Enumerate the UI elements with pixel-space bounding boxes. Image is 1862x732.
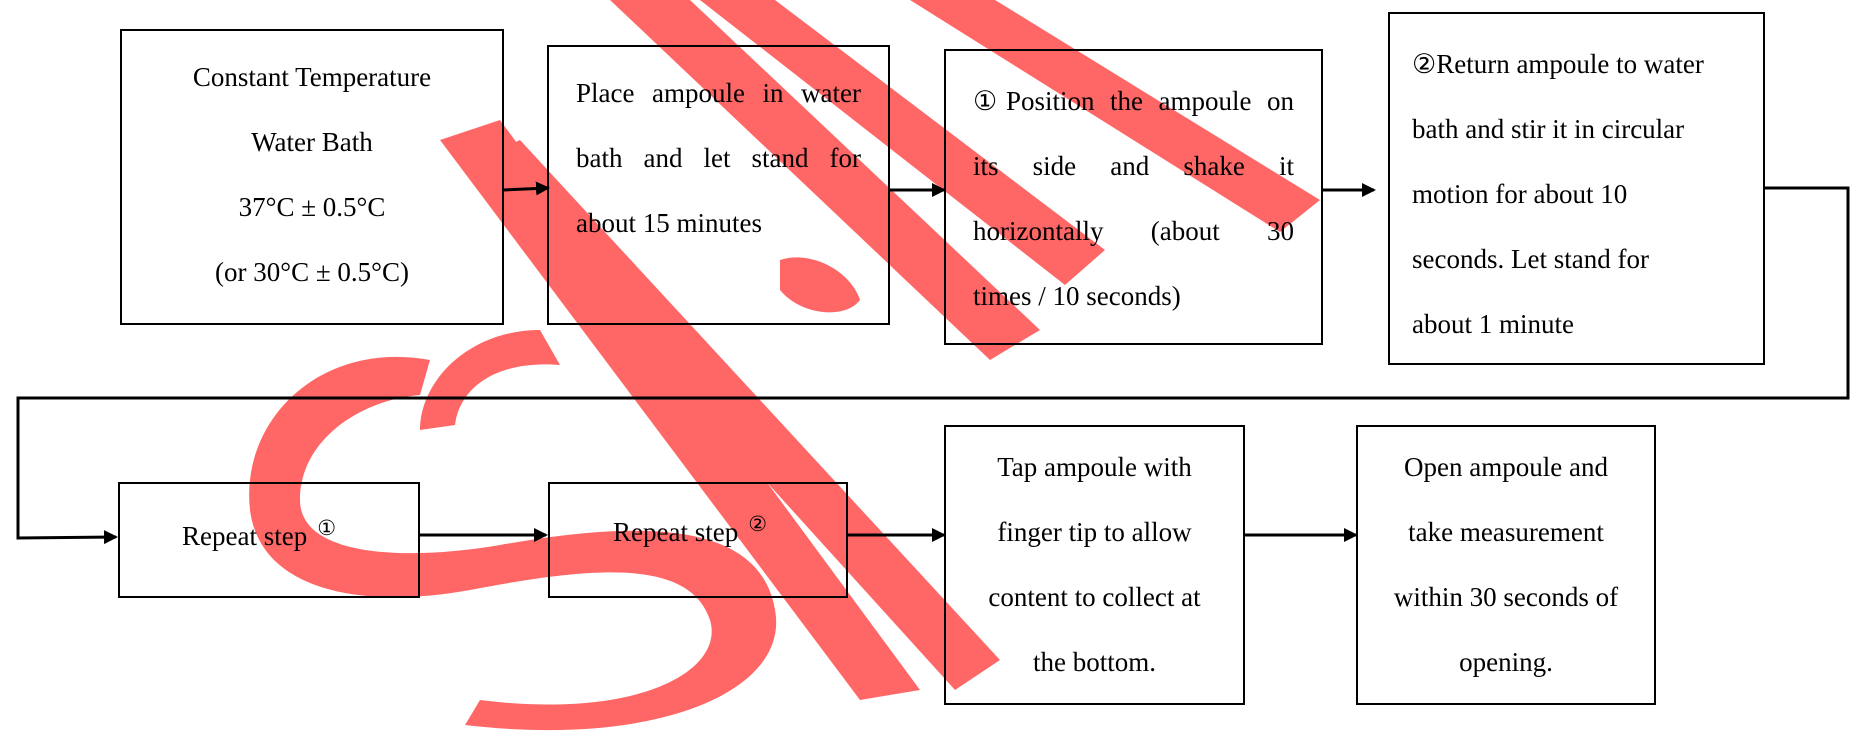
step-line: motion for about 10 — [1412, 179, 1628, 209]
step-text: Place ampoule in water bath and let stan… — [576, 61, 861, 256]
step-marker: ② — [748, 512, 768, 536]
step-line: times / 10 seconds) — [973, 281, 1181, 311]
repeat-label: Repeat step — [613, 517, 739, 547]
step-line: its side and shake it — [973, 151, 1294, 181]
step-line: within 30 seconds of — [1393, 582, 1619, 612]
step-line: Water Bath — [251, 127, 373, 157]
step-box-return-ampoule: ②Return ampoule to water bath and stir i… — [1388, 12, 1765, 365]
step-box-place-ampoule: Place ampoule in water bath and let stan… — [547, 45, 890, 325]
step-line: (or 30°C ± 0.5°C) — [215, 257, 409, 287]
step-line: bath and stir it in circular — [1412, 114, 1685, 144]
arrow-return-to-repeat1 — [16, 186, 1850, 545]
step-line: Constant Temperature — [192, 62, 432, 92]
step-text: Repeat step ① — [182, 504, 418, 571]
step-box-open-ampoule: Open ampoule and take measurement within… — [1356, 425, 1656, 705]
step-text: Tap ampoule with finger tip to allow con… — [946, 435, 1243, 695]
step-line: seconds. Let stand for — [1412, 244, 1649, 274]
step-line: the bottom. — [1033, 647, 1156, 677]
step-line: about 15 minutes — [576, 208, 762, 238]
step-box-position-ampoule: ①Position the ampoule on its side and sh… — [944, 49, 1323, 345]
step-text: Repeat step ② — [613, 500, 846, 567]
step-line: bath and let stand for — [576, 143, 861, 173]
step-box-repeat-step-1: Repeat step ① — [118, 482, 420, 598]
step-text: ②Return ampoule to water bath and stir i… — [1412, 32, 1753, 357]
step-text: Open ampoule and take measurement within… — [1358, 435, 1654, 695]
step-line: take measurement — [1408, 517, 1604, 547]
step-line: opening. — [1459, 647, 1553, 677]
step-text: Constant Temperature Water Bath 37°C ± 0… — [122, 45, 502, 305]
repeat-label: Repeat step — [182, 521, 308, 551]
step-line: Tap ampoule with — [997, 452, 1192, 482]
step-line: 37°C ± 0.5°C — [238, 192, 386, 222]
step-line: finger tip to allow — [997, 517, 1192, 547]
step-line: Open ampoule and — [1404, 452, 1608, 482]
step-line: content to collect at — [988, 582, 1201, 612]
step-marker: ① — [317, 516, 337, 540]
step-line: ①Position the ampoule on — [973, 86, 1294, 116]
arrow-bath-to-place — [502, 181, 550, 196]
step-box-water-bath: Constant Temperature Water Bath 37°C ± 0… — [120, 29, 504, 325]
step-box-repeat-step-2: Repeat step ② — [548, 482, 848, 598]
step-text: ①Position the ampoule on its side and sh… — [973, 69, 1294, 329]
step-line: about 1 minute — [1412, 309, 1574, 339]
step-line: Place ampoule in water — [576, 78, 861, 108]
step-line: horizontally (about 30 — [973, 216, 1294, 246]
step-line: ②Return ampoule to water — [1412, 49, 1704, 79]
step-box-tap-ampoule: Tap ampoule with finger tip to allow con… — [944, 425, 1245, 705]
